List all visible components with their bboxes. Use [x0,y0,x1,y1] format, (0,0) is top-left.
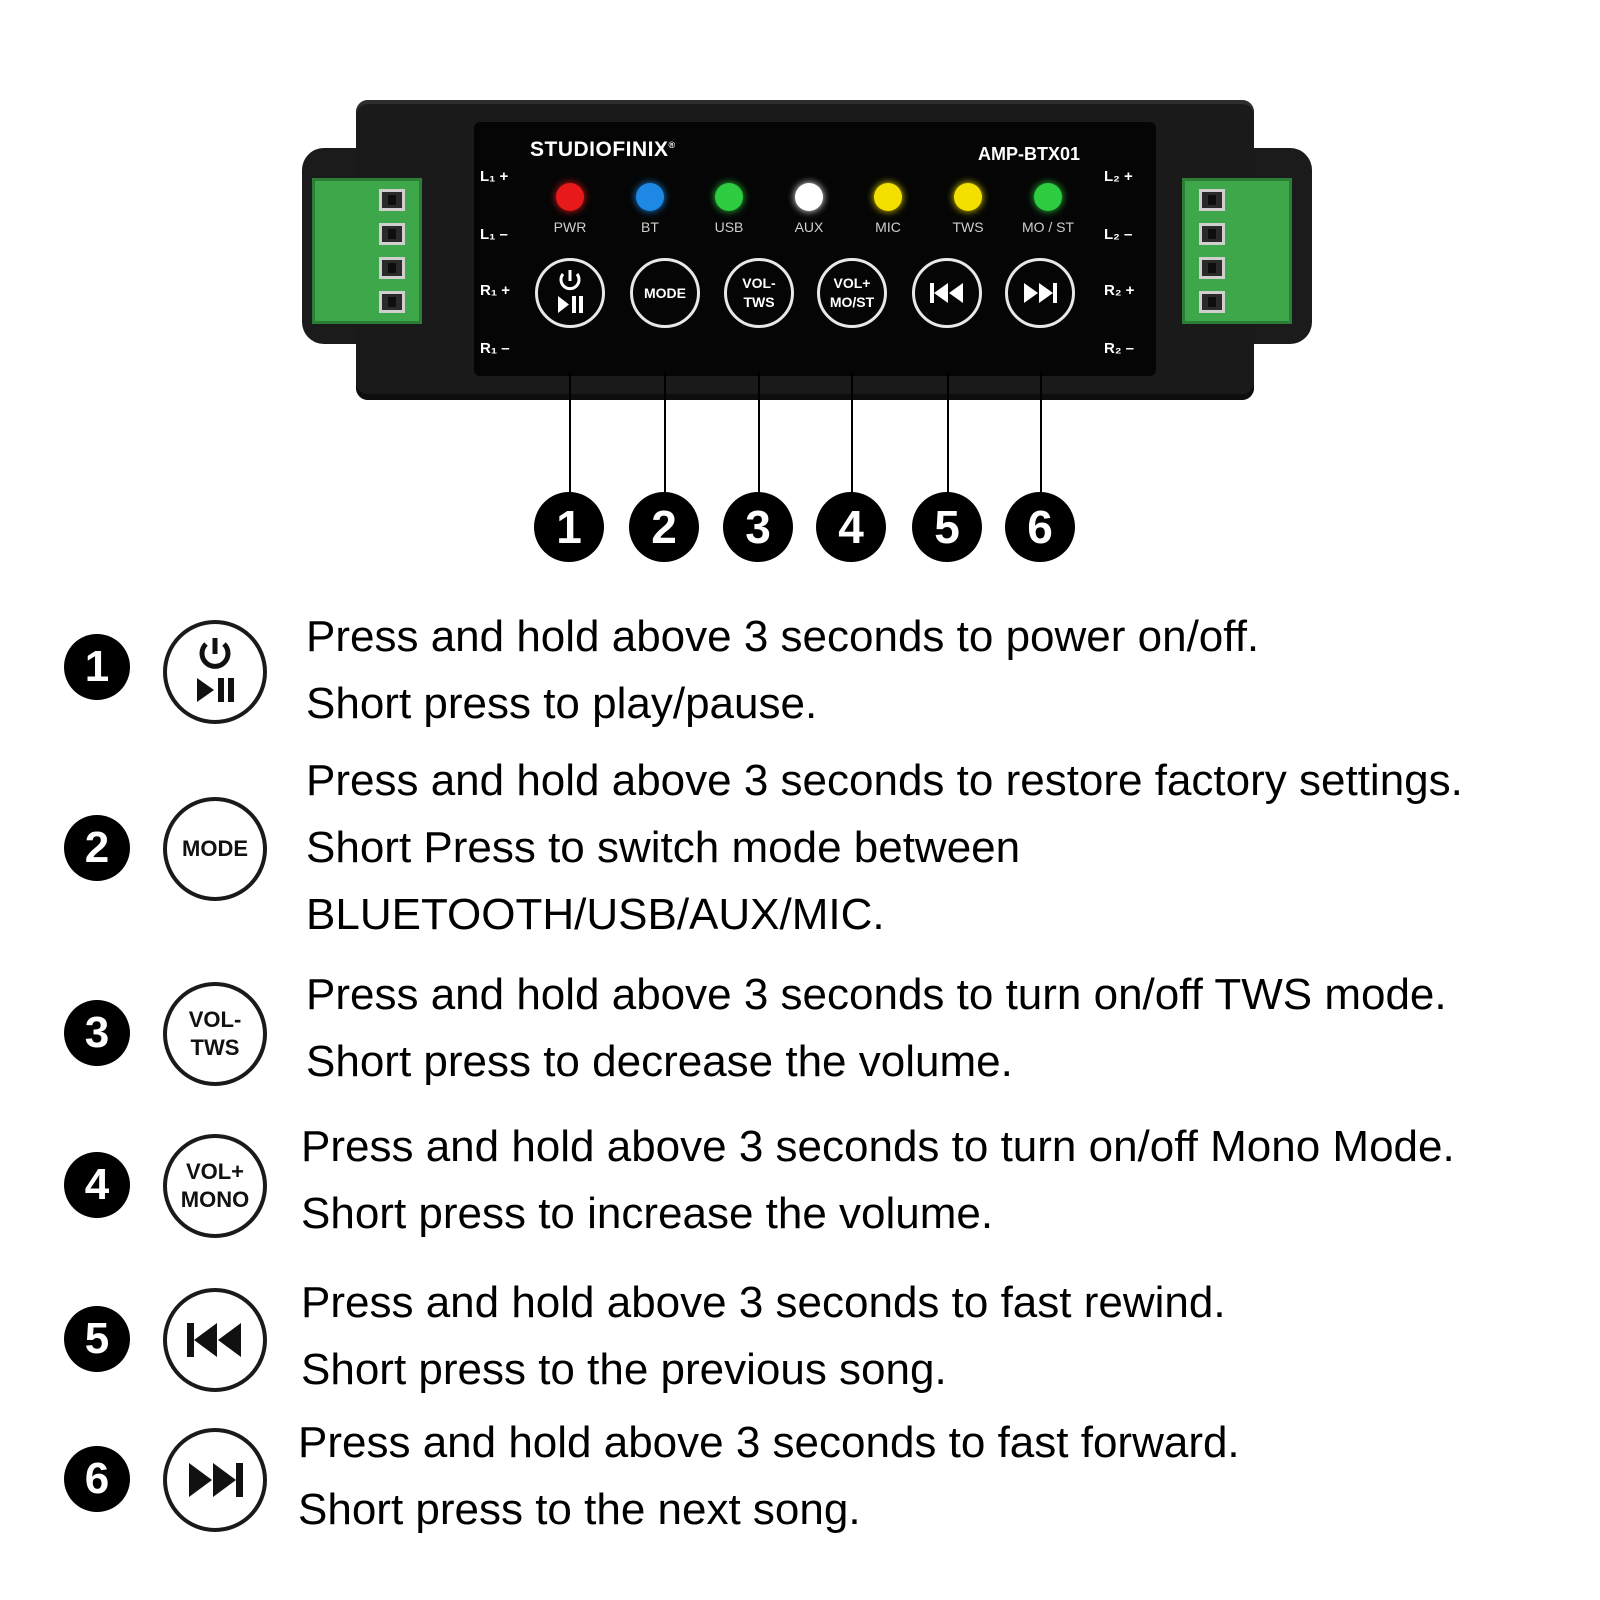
channel-label: L₂ – [1104,226,1133,243]
led-label: TWS [952,219,984,235]
instruction-number: 3 [64,1000,130,1066]
callout-number: 1 [534,492,604,562]
led-label: PWR [553,219,587,235]
button-label: MONO [180,1187,250,1212]
next-track-icon [1024,283,1057,303]
callout-number: 2 [629,492,699,562]
power-play-pause-icon [197,638,234,702]
instruction-text: Short press to increase the volume. [301,1189,994,1238]
device-power-play-button[interactable] [535,258,605,328]
instruction-text: Short press to play/pause. [306,679,818,728]
button-label: MODE [644,284,686,301]
legend-next-button [163,1428,267,1532]
led-label: USB [714,219,744,235]
button-label: MODE [182,836,248,861]
instruction-text: Short press to the next song. [298,1485,861,1534]
led-aux [795,183,823,211]
channel-label: R₂ + [1104,282,1135,299]
button-label: VOL- [742,275,776,291]
callout-number: 4 [816,492,886,562]
button-label: VOL+ [833,275,871,291]
led-mic [874,183,902,211]
channel-label: L₁ – [480,226,508,243]
screw-icon [1199,189,1225,211]
screw-icon [1199,223,1225,245]
device-vol-up-button[interactable]: VOL+ MO/ST [817,258,887,328]
leader-line [664,372,666,494]
led-label: MO / ST [1021,219,1075,235]
leader-line [851,372,853,494]
instruction-text: Short Press to switch mode between [306,823,1021,872]
led-pwr [556,183,584,211]
instruction-text: Short press to the previous song. [301,1345,947,1394]
legend-previous-button [163,1288,267,1392]
led-label: MIC [875,219,901,235]
screw-icon [1199,291,1225,313]
next-track-icon [189,1463,243,1497]
instruction-number: 2 [64,815,130,881]
brand-name: STUDIOFINIX® [530,138,676,162]
instruction-text: BLUETOOTH/USB/AUX/MIC. [306,890,885,939]
previous-track-icon [187,1323,241,1357]
led-usb [715,183,743,211]
led-label: AUX [794,219,824,235]
instruction-text: Press and hold above 3 seconds to turn o… [301,1122,1455,1171]
instruction-text: Press and hold above 3 seconds to turn o… [306,970,1447,1019]
legend-power-play-button [163,620,267,724]
led-bt [636,183,664,211]
instruction-number: 5 [64,1306,130,1372]
instruction-text: Short press to decrease the volume. [306,1037,1013,1086]
button-label: MO/ST [829,294,875,310]
channel-label: L₁ + [480,168,509,185]
callout-number: 6 [1005,492,1075,562]
instruction-text: Press and hold above 3 seconds to fast r… [301,1278,1226,1327]
channel-label: R₂ – [1104,340,1135,357]
screw-icon [379,257,405,279]
leader-line [947,372,949,494]
control-panel [474,122,1156,376]
instruction-text: Press and hold above 3 seconds to fast f… [298,1418,1240,1467]
button-label: TWS [190,1035,240,1060]
speaker-terminal-right [1182,178,1292,324]
channel-label: L₂ + [1104,168,1133,185]
screw-icon [379,223,405,245]
led-label: BT [641,219,659,235]
screw-icon [379,189,405,211]
instruction-text: Press and hold above 3 seconds to restor… [306,756,1463,805]
instruction-number: 6 [64,1446,130,1512]
screw-icon [379,291,405,313]
speaker-terminal-left [312,178,422,324]
model-name: AMP-BTX01 [978,144,1081,164]
callout-number: 3 [723,492,793,562]
legend-vol-up-button: VOL+ MONO [163,1134,267,1238]
callout-number: 5 [912,492,982,562]
screw-icon [1199,257,1225,279]
button-label: TWS [743,294,775,310]
device-previous-button[interactable] [912,258,982,328]
device-mode-button[interactable]: MODE [630,258,700,328]
registered-mark: ® [668,140,676,150]
brand-text: STUDIOFINIX [530,138,669,161]
previous-track-icon [930,283,963,303]
device-next-button[interactable] [1005,258,1075,328]
legend-mode-button: MODE [163,797,267,901]
instruction-number: 4 [64,1152,130,1218]
power-play-pause-icon [558,270,583,313]
device-vol-down-button[interactable]: VOL- TWS [724,258,794,328]
channel-label: R₁ + [480,282,510,299]
led-tws [954,183,982,211]
instruction-text: Press and hold above 3 seconds to power … [306,612,1260,661]
leader-line [569,372,571,494]
channel-label: R₁ – [480,340,510,357]
button-label: VOL- [188,1007,242,1032]
led-mo-st [1034,183,1062,211]
leader-line [1040,372,1042,494]
instruction-number: 1 [64,634,130,700]
legend-vol-down-button: VOL- TWS [163,982,267,1086]
leader-line [758,372,760,494]
button-label: VOL+ [185,1159,245,1184]
